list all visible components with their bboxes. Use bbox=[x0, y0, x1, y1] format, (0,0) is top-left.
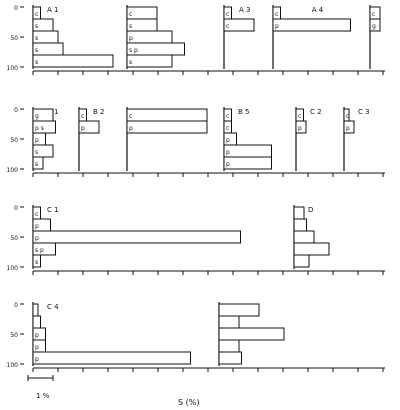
bar bbox=[32, 242, 56, 256]
bar-label: s p bbox=[129, 47, 138, 54]
depth-tick-label: 100 bbox=[7, 65, 19, 72]
bar-label: c bbox=[129, 113, 132, 120]
bar bbox=[218, 315, 240, 329]
bar-label: s bbox=[129, 23, 132, 30]
bar-label: s bbox=[35, 23, 38, 30]
bar-label: c bbox=[35, 11, 38, 18]
bar-label: c bbox=[275, 11, 278, 18]
bar-label: p bbox=[81, 125, 85, 132]
depth-tick-label: 0 bbox=[14, 205, 18, 212]
bar-label: c bbox=[226, 11, 229, 18]
bar-label: s bbox=[35, 35, 38, 42]
bar-label: s bbox=[35, 259, 38, 266]
panel-label: A 4 bbox=[312, 6, 324, 14]
bar bbox=[293, 206, 305, 220]
bar bbox=[293, 230, 315, 244]
bar bbox=[223, 144, 272, 158]
bar-label: c bbox=[226, 113, 229, 120]
bar-label: p bbox=[129, 125, 133, 132]
bar-label: p bbox=[35, 332, 39, 339]
bar bbox=[343, 120, 355, 134]
bar-label: c bbox=[226, 23, 229, 30]
bar bbox=[218, 351, 242, 365]
bar-label: p s bbox=[35, 125, 44, 132]
depth-tick-label: 50 bbox=[10, 235, 18, 242]
panel-label: B 5 bbox=[238, 108, 249, 116]
bar-label: p bbox=[35, 235, 39, 242]
bar bbox=[78, 120, 100, 134]
bar bbox=[32, 254, 41, 268]
bar bbox=[218, 303, 260, 317]
bar bbox=[32, 351, 191, 365]
panel-label: A 1 bbox=[47, 6, 58, 14]
bar bbox=[293, 242, 330, 256]
panel-label: A 3 bbox=[239, 6, 250, 14]
bar-label: p bbox=[35, 223, 39, 230]
bar-label: c bbox=[35, 211, 38, 218]
bar bbox=[126, 108, 208, 122]
bar bbox=[218, 327, 285, 341]
depth-tick-label: 50 bbox=[10, 137, 18, 144]
bar bbox=[223, 18, 255, 32]
depth-tick-label: 0 bbox=[14, 5, 18, 12]
bar-label: p bbox=[226, 161, 230, 168]
bar-label: s bbox=[35, 161, 38, 168]
bar bbox=[126, 54, 173, 68]
bar-label: p bbox=[35, 137, 39, 144]
bar-label: s bbox=[129, 59, 132, 66]
bar-label: p bbox=[129, 35, 133, 42]
depth-tick-label: 50 bbox=[10, 332, 18, 339]
bar-label: g bbox=[372, 23, 376, 30]
bar bbox=[32, 54, 114, 68]
bar-label: p bbox=[298, 125, 302, 132]
panel-label: D bbox=[308, 206, 313, 214]
depth-tick-label: 100 bbox=[7, 265, 19, 272]
depth-tick-label: 50 bbox=[10, 35, 18, 42]
depth-tick-label: 100 bbox=[7, 167, 19, 174]
bar-label: p bbox=[275, 23, 279, 30]
bar-label: c bbox=[129, 11, 132, 18]
bar-label: p bbox=[226, 137, 230, 144]
bar-label: c bbox=[81, 113, 84, 120]
bar bbox=[295, 120, 307, 134]
bar-label: s bbox=[35, 47, 38, 54]
bar bbox=[293, 254, 310, 268]
depth-tick-label: 100 bbox=[7, 362, 19, 369]
bar-label: c bbox=[298, 113, 301, 120]
bar-label: p bbox=[35, 356, 39, 363]
bar bbox=[272, 18, 351, 32]
scale-bar-label: 1 % bbox=[36, 392, 50, 400]
bar-label: p bbox=[35, 344, 39, 351]
bar bbox=[293, 218, 307, 232]
panel-label: C 4 bbox=[47, 303, 59, 311]
bar-label: c bbox=[372, 11, 375, 18]
panel-label: C 3 bbox=[358, 108, 370, 116]
bar bbox=[32, 315, 41, 329]
bar bbox=[218, 339, 240, 353]
bar-label: p bbox=[346, 125, 350, 132]
bar-label: c bbox=[226, 125, 229, 132]
bar-label: g bbox=[35, 113, 39, 120]
panel-label: C 1 bbox=[47, 206, 59, 214]
bar-label: s bbox=[35, 149, 38, 156]
depth-tick-label: 0 bbox=[14, 302, 18, 309]
bar bbox=[32, 230, 241, 244]
panel-label: B 2 bbox=[93, 108, 104, 116]
x-axis-label: S (%) bbox=[178, 398, 199, 407]
bar bbox=[32, 303, 39, 317]
bar-label: c bbox=[346, 113, 349, 120]
bar-label: s bbox=[35, 59, 38, 66]
bar bbox=[369, 18, 381, 32]
bar bbox=[223, 156, 272, 170]
bar bbox=[126, 120, 208, 134]
depth-tick-label: 0 bbox=[14, 107, 18, 114]
bar-label: p bbox=[226, 149, 230, 156]
panel-label: C 2 bbox=[310, 108, 322, 116]
bar bbox=[32, 156, 44, 170]
bar-label: s p bbox=[35, 247, 44, 254]
bar bbox=[126, 30, 173, 44]
